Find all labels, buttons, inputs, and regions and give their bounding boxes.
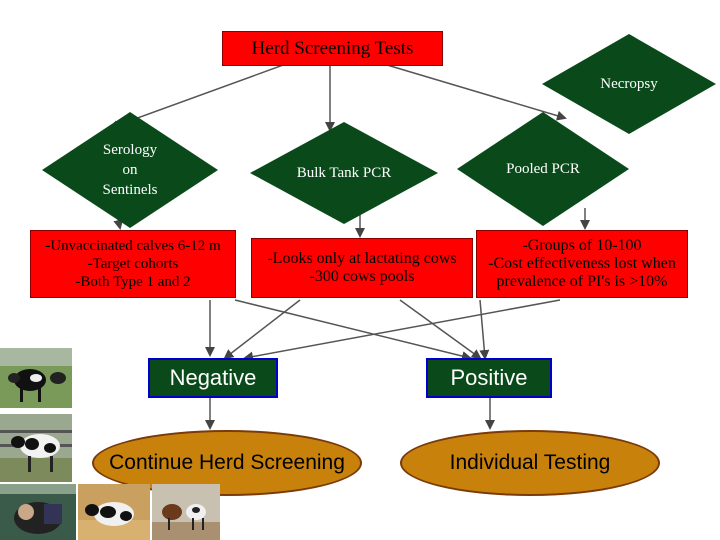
cow-photo-2 [0, 414, 72, 482]
positive-label: Positive [450, 365, 528, 390]
arrow-bulktank-to-negative [223, 299, 301, 360]
cow-photo-5 [152, 484, 220, 540]
title-box: Herd Screening Tests [222, 31, 443, 66]
individual-testing-label: Individual Testing [449, 451, 611, 474]
arrow-pooled-to-positive [479, 299, 490, 360]
diamond-bulk-tank: Bulk Tank PCR [248, 120, 440, 226]
diamond-bulk-tank-label: Bulk Tank PCR [296, 165, 392, 181]
diamond-pooled: Pooled PCR [455, 110, 631, 228]
arrow-bulktank-to-positive [399, 299, 482, 360]
diamond-serology-label: Serology on Sentinels [102, 142, 158, 198]
diamond-bulk-tank-shape [250, 122, 438, 224]
diamond-pooled-shape [457, 112, 629, 226]
diamond-necropsy: Necropsy [540, 32, 718, 136]
cow-photo-3 [0, 484, 76, 540]
cow-photo-3-art [0, 484, 76, 540]
continue-screening-label: Continue Herd Screening [109, 451, 345, 474]
desc-pooled: -Groups of 10-100 -Cost effectiveness lo… [476, 230, 688, 298]
desc-bulk-tank-text: -Looks only at lactating cows -300 cows … [267, 250, 457, 285]
diamond-serology: Serology on Sentinels [40, 110, 220, 230]
cow-photo-1 [0, 348, 72, 408]
cow-photo-2-art [0, 414, 72, 482]
negative-box: Negative [148, 358, 278, 398]
title-text: Herd Screening Tests [251, 37, 414, 59]
cow-photo-1-art [0, 348, 72, 408]
desc-pooled-text: -Groups of 10-100 -Cost effectiveness lo… [488, 237, 676, 290]
cow-photo-4-art [78, 484, 150, 540]
arrow-pooled-to-negative [243, 299, 561, 362]
individual-testing-oval: Individual Testing [400, 430, 660, 496]
diamond-necropsy-shape [542, 34, 716, 134]
negative-label: Negative [169, 365, 257, 390]
cow-photo-5-art [152, 484, 220, 540]
desc-serology: -Unvaccinated calves 6-12 m -Target coho… [30, 230, 236, 298]
desc-bulk-tank: -Looks only at lactating cows -300 cows … [251, 238, 473, 298]
cow-photo-4 [78, 484, 150, 540]
positive-box: Positive [426, 358, 552, 398]
desc-serology-text: -Unvaccinated calves 6-12 m -Target coho… [45, 238, 221, 290]
diamond-necropsy-label: Necropsy [600, 76, 658, 92]
diamond-serology-shape [42, 112, 218, 228]
arrow-serology-to-positive [234, 299, 472, 361]
diamond-pooled-label: Pooled PCR [506, 161, 580, 177]
